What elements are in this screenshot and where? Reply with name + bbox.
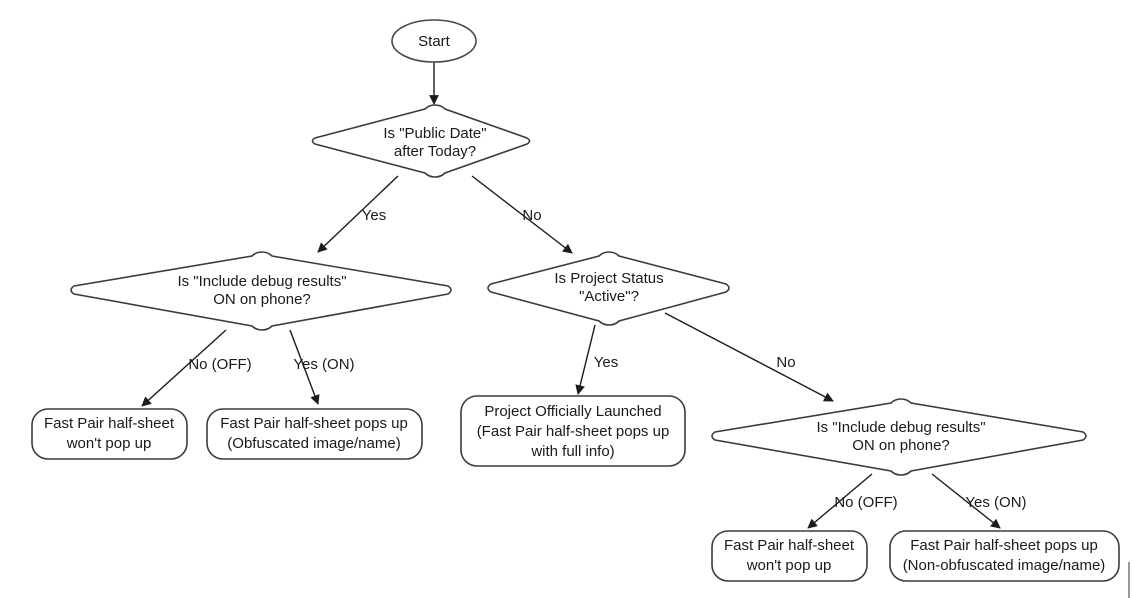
edge-project-status-no xyxy=(664,312,834,402)
debug-left-diamond xyxy=(70,251,452,331)
launched-line2: (Fast Pair half-sheet pops up xyxy=(477,423,670,440)
public-date-diamond xyxy=(311,104,531,178)
edge-debug-right-no xyxy=(807,473,873,529)
edge-label-debug-left-no: No (OFF) xyxy=(188,356,251,373)
connectors xyxy=(141,62,1130,598)
edge-label-debug-right-no: No (OFF) xyxy=(834,494,897,511)
edge-public-date-no xyxy=(471,175,573,254)
non-obfuscated-line2: (Non-obfuscated image/name) xyxy=(903,557,1106,574)
obfuscated-box xyxy=(206,408,423,460)
edge-public-date-yes xyxy=(317,175,399,253)
edge-project-status-yes xyxy=(575,324,596,395)
edge-label-public-date-yes: Yes xyxy=(362,207,386,224)
node-launched[interactable]: Project Officially Launched (Fast Pair h… xyxy=(460,395,686,467)
start-ellipse xyxy=(391,19,477,63)
start-label: Start xyxy=(418,33,451,50)
project-status-diamond xyxy=(487,251,730,326)
node-non-obfuscated[interactable]: Fast Pair half-sheet pops up (Non-obfusc… xyxy=(889,530,1120,582)
launched-box xyxy=(460,395,686,467)
public-date-line1: Is "Public Date" xyxy=(383,125,486,142)
launched-line3: with full info) xyxy=(530,443,614,460)
debug-left-line1: Is "Include debug results" xyxy=(177,273,346,290)
project-status-line2: "Active"? xyxy=(579,288,639,305)
public-date-line2: after Today? xyxy=(394,143,476,160)
no-popup-left-box xyxy=(31,408,188,460)
edge-labels: Yes No No (OFF) Yes (ON) Yes No No (OFF)… xyxy=(188,207,1026,511)
node-project-status[interactable]: Is Project Status "Active"? xyxy=(487,251,730,326)
no-popup-right-line1: Fast Pair half-sheet xyxy=(724,537,855,554)
edge-label-public-date-no: No xyxy=(522,207,541,224)
edge-debug-right-yes xyxy=(931,473,1001,529)
node-start[interactable]: Start xyxy=(391,19,477,63)
debug-left-line2: ON on phone? xyxy=(213,291,311,308)
node-no-popup-left[interactable]: Fast Pair half-sheet won't pop up xyxy=(31,408,188,460)
no-popup-right-line2: won't pop up xyxy=(746,557,832,574)
edge-debug-left-no xyxy=(141,329,227,407)
node-debug-right[interactable]: Is "Include debug results" ON on phone? xyxy=(711,398,1087,476)
launched-line1: Project Officially Launched xyxy=(484,403,661,420)
non-obfuscated-line1: Fast Pair half-sheet pops up xyxy=(910,537,1098,554)
edge-label-debug-right-yes: Yes (ON) xyxy=(965,494,1026,511)
node-no-popup-right[interactable]: Fast Pair half-sheet won't pop up xyxy=(711,530,868,582)
debug-right-line1: Is "Include debug results" xyxy=(816,419,985,436)
debug-right-diamond xyxy=(711,398,1087,476)
node-public-date[interactable]: Is "Public Date" after Today? xyxy=(311,104,531,178)
edge-debug-left-yes xyxy=(289,329,320,405)
obfuscated-line2: (Obfuscated image/name) xyxy=(227,435,400,452)
node-obfuscated[interactable]: Fast Pair half-sheet pops up (Obfuscated… xyxy=(206,408,423,460)
node-debug-left[interactable]: Is "Include debug results" ON on phone? xyxy=(70,251,452,331)
debug-right-line2: ON on phone? xyxy=(852,437,950,454)
no-popup-left-line2: won't pop up xyxy=(66,435,152,452)
project-status-line1: Is Project Status xyxy=(554,270,663,287)
non-obfuscated-box xyxy=(889,530,1120,582)
no-popup-right-box xyxy=(711,530,868,582)
edge-label-project-status-yes: Yes xyxy=(594,354,618,371)
no-popup-left-line1: Fast Pair half-sheet xyxy=(44,415,175,432)
obfuscated-line1: Fast Pair half-sheet pops up xyxy=(220,415,408,432)
edge-label-project-status-no: No xyxy=(776,354,795,371)
edge-label-debug-left-yes: Yes (ON) xyxy=(293,356,354,373)
